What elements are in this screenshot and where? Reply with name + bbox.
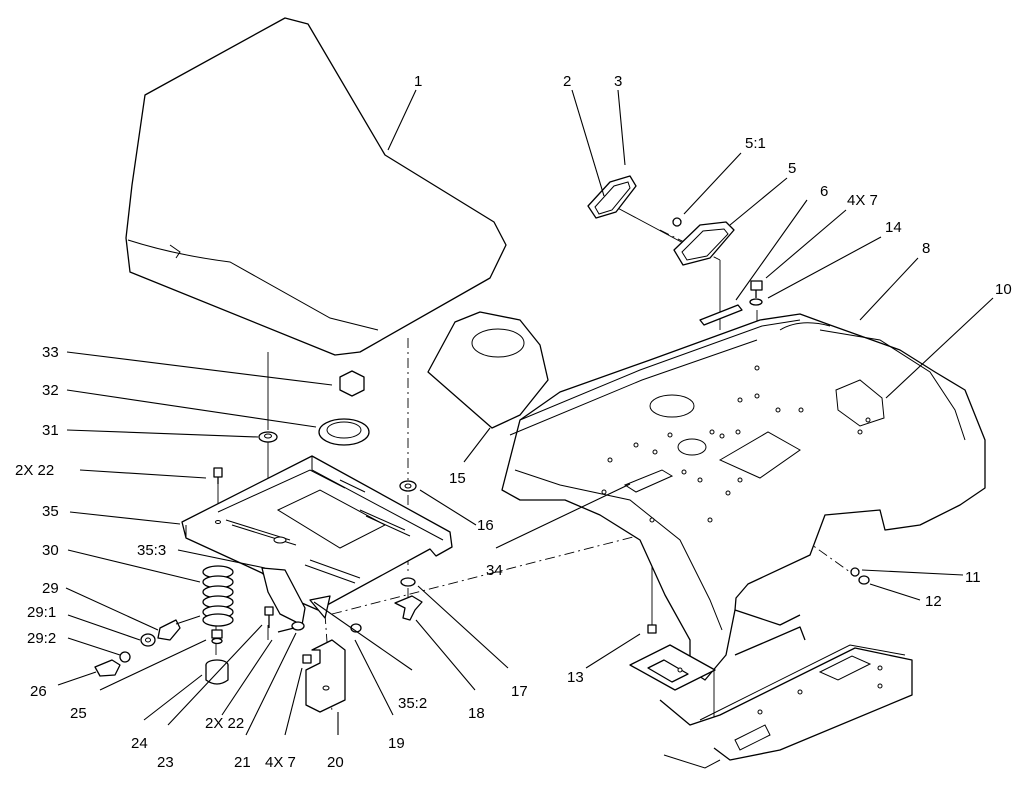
callout-18: 18 (468, 705, 485, 722)
callout-32: 32 (42, 382, 59, 399)
nut-part-12 (858, 575, 870, 585)
fender-part-8 (501, 313, 986, 681)
washer-part-14 (749, 298, 763, 306)
fender-holes (601, 365, 871, 523)
strip-part-6 (699, 304, 743, 326)
callout-11: 11 (965, 569, 981, 586)
callout-6: 6 (820, 183, 828, 200)
callout-21: 21 (234, 754, 251, 771)
callout-29: 29 (42, 580, 59, 597)
pad-part-33 (339, 370, 365, 397)
frame-background (629, 609, 913, 769)
callout-35-3: 35:3 (137, 542, 166, 559)
callout-12: 12 (925, 593, 942, 610)
callout-29-1: 29:1 (27, 604, 56, 621)
loose-hardware (647, 304, 870, 634)
fender-hardware (749, 280, 763, 306)
bracket-part-35-2 (309, 595, 331, 619)
callout-34: 34 (486, 562, 503, 579)
spring-part-30 (202, 565, 234, 627)
right-hardware (394, 480, 423, 621)
leader-lines (57, 89, 994, 736)
callout-14: 14 (885, 219, 902, 236)
lens-part-5 (673, 221, 735, 266)
knob-part-26 (94, 659, 121, 677)
washer-part-17 (400, 577, 416, 587)
reflector-parts (587, 175, 735, 266)
callout-19: 19 (388, 735, 405, 752)
callout-16: 16 (477, 517, 494, 534)
bolt-part-22-top (213, 467, 223, 478)
seat-plate-part-35 (181, 455, 453, 626)
callout-4x7-top: 4X 7 (847, 192, 878, 209)
callout-26: 26 (30, 683, 47, 700)
callout-13: 13 (567, 669, 584, 686)
bolt-part-13 (647, 624, 657, 634)
callout-25: 25 (70, 705, 87, 722)
callout-23: 23 (157, 754, 174, 771)
bolt-part-7 (302, 654, 312, 664)
callout-2x22-top: 2X 22 (15, 462, 54, 479)
cover-part-15 (427, 311, 549, 429)
callout-15: 15 (449, 470, 466, 487)
bracket-hardware (213, 467, 362, 713)
decal-part-34 (623, 469, 674, 493)
bracket-part-20 (305, 639, 346, 713)
callout-33: 33 (42, 344, 59, 361)
knob-part-18 (394, 595, 423, 621)
callout-35: 35 (42, 503, 59, 520)
bracket-part-10 (835, 379, 885, 427)
callout-29-2: 29:2 (27, 630, 56, 647)
callout-17: 17 (511, 683, 528, 700)
adjuster-part-29 (157, 619, 181, 641)
callout-1: 1 (414, 73, 422, 90)
reflector-ring-part-2-3 (587, 175, 637, 219)
nut-part-11 (850, 567, 860, 577)
callout-5-1: 5:1 (745, 135, 766, 152)
seat-stack-parts (258, 370, 370, 446)
seat-part-1 (125, 17, 507, 356)
callout-4x7-bottom: 4X 7 (265, 754, 296, 771)
callout-2: 2 (563, 73, 571, 90)
callout-30: 30 (42, 542, 59, 559)
washer-part-21 (291, 621, 305, 631)
grommet-part-32 (318, 418, 370, 446)
callout-31: 31 (42, 422, 59, 439)
nut-part-25 (211, 629, 223, 639)
callout-2x22-bottom: 2X 22 (205, 715, 244, 732)
callout-3: 3 (614, 73, 622, 90)
callout-8: 8 (922, 240, 930, 257)
callout-24: 24 (131, 735, 148, 752)
pin-part-29-2 (119, 651, 131, 663)
knob-parts (94, 615, 201, 677)
bolt-part-22-bottom (264, 606, 274, 616)
bulb-part-5-1 (672, 217, 682, 227)
spring-hardware (205, 629, 229, 685)
callout-5: 5 (788, 160, 796, 177)
bolt-part-7-fender (750, 280, 763, 291)
callout-20: 20 (327, 754, 344, 771)
callout-10: 10 (995, 281, 1012, 298)
callout-35-2: 35:2 (398, 695, 427, 712)
callout-labels: 1 2 3 5:1 5 6 4X 7 14 8 10 33 32 31 2X 2… (15, 73, 1012, 771)
